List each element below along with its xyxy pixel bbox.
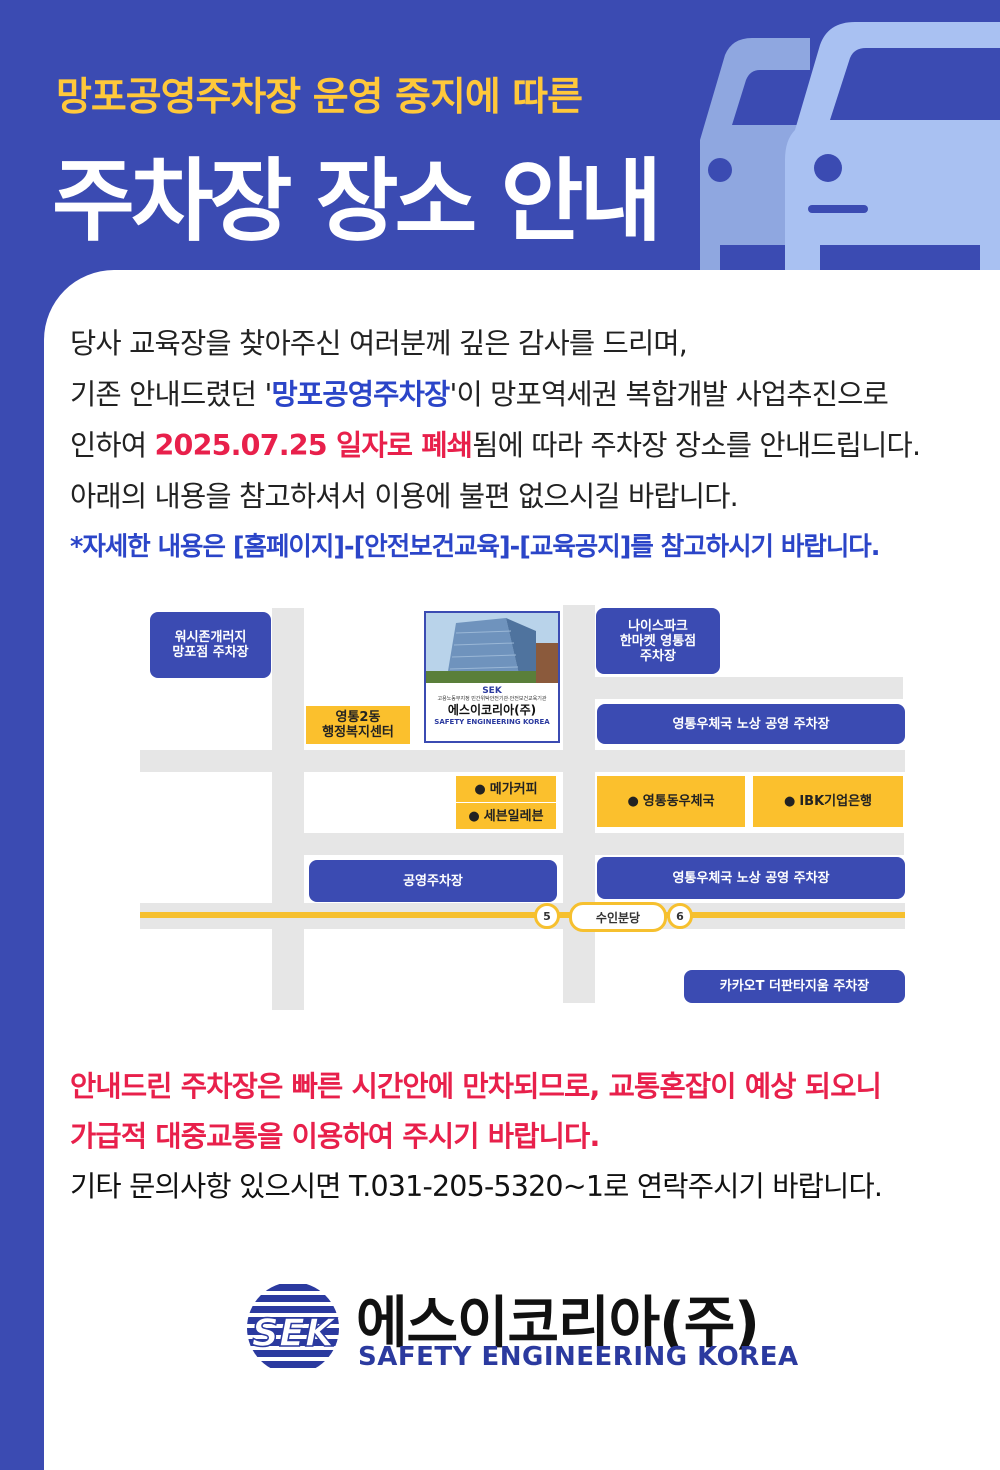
notice-contact: 기타 문의사항 있으시면 T.031-205-5320~1로 연락주시기 바랍니… xyxy=(70,1170,883,1203)
place-mega-coffee: 메가커피 xyxy=(456,776,556,802)
subway-line xyxy=(140,912,905,918)
intro-line-3: 인하여 2025.07.25 일자로 폐쇄됨에 따라 주차장 장소를 안내드립니… xyxy=(70,429,921,462)
road-horizontal-top xyxy=(595,677,903,699)
place-post-parking-bottom[interactable]: 영통우체국 노상 공영 주차장 xyxy=(597,857,905,899)
place-kakao-parking[interactable]: 카카오T 더판타지움 주차장 xyxy=(684,970,905,1003)
poster: 망포공영주차장 운영 중지에 따른 주차장 장소 안내 당사 교육장을 찾아주신… xyxy=(0,0,1000,1414)
intro-line-4: 아래의 내용을 참고하셔서 이용에 불편 없으시길 바랍니다. xyxy=(70,480,739,513)
intro-text: 당사 교육장을 찾아주신 여러분께 깊은 감사를 드리며, 기존 안내드렸던 '… xyxy=(70,318,980,573)
place-ibk-bank: IBK기업은행 xyxy=(753,776,903,827)
highlight-parking-name: 망포공영주차장 xyxy=(271,378,451,411)
sek-logo-icon: SEK xyxy=(247,1282,339,1374)
intro-line-1: 당사 교육장을 찾아주신 여러분께 깊은 감사를 드리며, xyxy=(70,327,688,360)
homepage-note: *자세한 내용은 [홈페이지]-[안전보건교육]-[교육공지]를 참고하시기 바… xyxy=(70,532,880,562)
road-horizontal-main xyxy=(140,750,905,772)
place-public-parking[interactable]: 공영주차장 xyxy=(309,860,557,902)
road-horizontal-mid xyxy=(304,833,904,855)
car-icon xyxy=(700,22,1000,270)
parking-map: SEK 고용노동부지정 민간위탁안전기관·안전보건교육기관 에스이코리아(주) … xyxy=(0,0,1000,1414)
logo-name-en: SAFETY ENGINEERING KOREA xyxy=(358,1342,799,1372)
highlight-closure-date: 2025.07.25 일자로 폐쇄 xyxy=(154,429,473,462)
building-name: 에스이코리아(주) xyxy=(447,703,537,717)
intro-line-2: 기존 안내드렸던 '망포공영주차장'이 망포역세권 복합개발 사업추진으로 xyxy=(70,378,889,411)
place-youngtong-post-office: 영통동우체국 xyxy=(597,776,745,827)
building-cert: 고용노동부지정 민간위탁안전기관·안전보건교육기관 xyxy=(437,696,547,702)
sek-building: SEK 고용노동부지정 민간위탁안전기관·안전보건교육기관 에스이코리아(주) … xyxy=(424,611,560,743)
station-exit-5: 5 xyxy=(534,903,560,929)
place-youngtong-center: 영통2동 행정복지센터 xyxy=(306,706,410,744)
road-vertical-left xyxy=(272,608,304,1010)
notice-line-2: 가급적 대중교통을 이용하여 주시기 바랍니다. xyxy=(70,1120,600,1153)
road-vertical-right xyxy=(563,605,595,1003)
place-washzone-parking[interactable]: 워시존개러지 망포점 주차장 xyxy=(150,612,271,678)
place-post-parking-top[interactable]: 영통우체국 노상 공영 주차장 xyxy=(597,704,905,744)
building-photo xyxy=(426,613,558,683)
youngtong-center-label: 영통2동 행정복지센터 xyxy=(322,710,394,740)
station-suin-bundang: 수인분당 xyxy=(569,902,667,932)
logo-name-ko: 에스이코리아(주) xyxy=(356,1291,760,1356)
header-title: 주차장 장소 안내 xyxy=(52,149,662,254)
header-subtitle: 망포공영주차장 운영 중지에 따른 xyxy=(56,75,583,120)
notice-line-1: 안내드린 주차장은 빠른 시간안에 만차되므로, 교통혼잡이 예상 되오니 xyxy=(70,1070,882,1103)
place-seven-eleven: 세븐일레븐 xyxy=(456,803,556,829)
building-logo-icon: SEK xyxy=(482,686,502,696)
company-logo: SEK 에스이코리아(주) SAFETY ENGINEERING KOREA xyxy=(238,1278,798,1378)
sek-logo-text: SEK xyxy=(252,1311,337,1355)
station-exit-6: 6 xyxy=(667,903,693,929)
place-nicepark-parking[interactable]: 나이스파크 한마켓 영통점 주차장 xyxy=(596,608,720,674)
building-name-en: SAFETY ENGINEERING KOREA xyxy=(434,718,550,726)
notice-text: 안내드린 주차장은 빠른 시간안에 만차되므로, 교통혼잡이 예상 되오니 가급… xyxy=(70,1062,980,1212)
